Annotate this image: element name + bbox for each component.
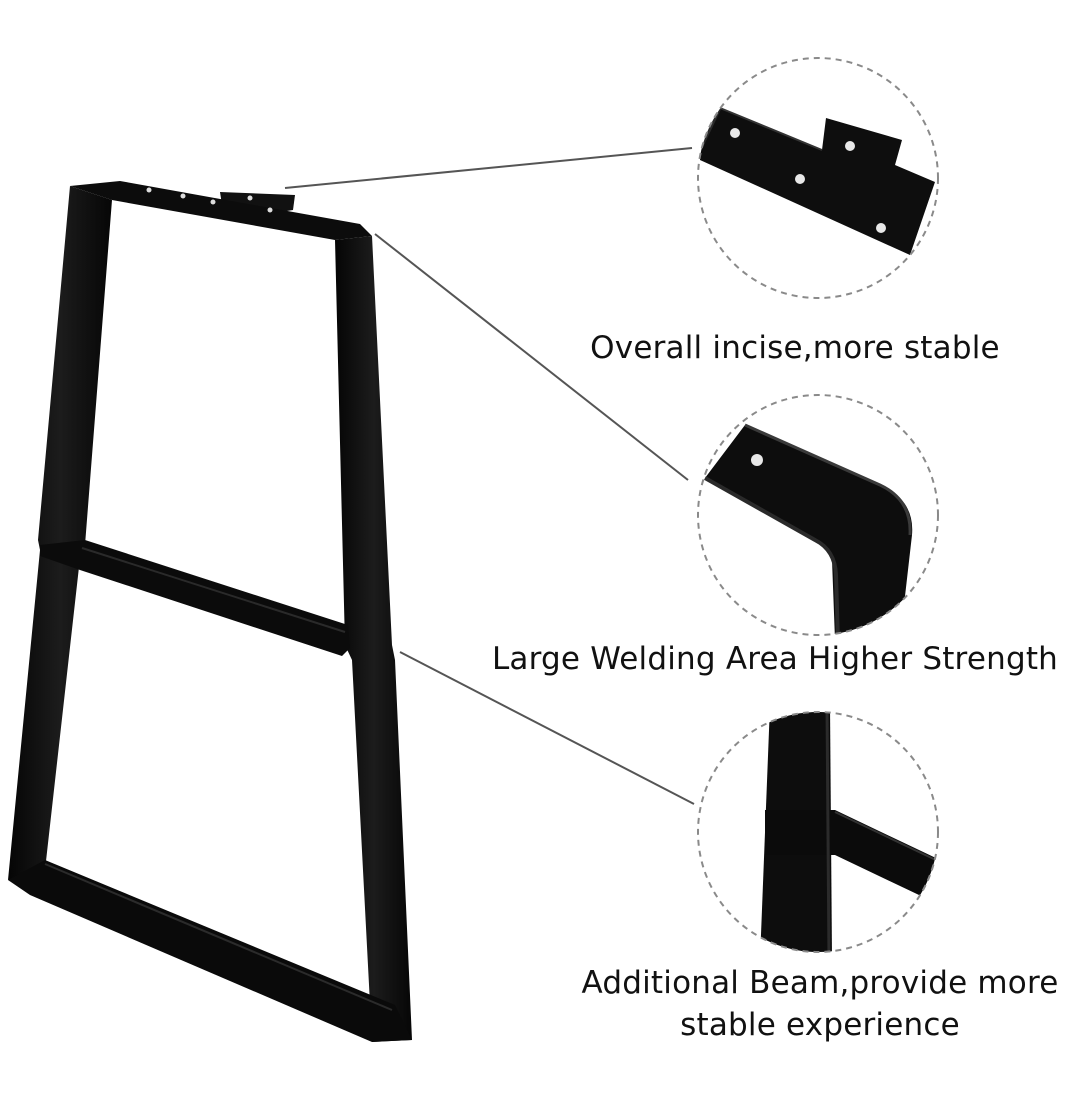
leader-line-1 bbox=[284, 147, 693, 189]
top-bar bbox=[70, 181, 372, 240]
top-mounting-tab bbox=[220, 192, 295, 214]
caption-corner-weld: Large Welding Area Higher Strength bbox=[491, 641, 1059, 677]
table-leg-frame bbox=[8, 181, 412, 1042]
caption-crossbeam: Additional Beam,provide more stable expe… bbox=[540, 962, 1080, 1046]
detail-circle-top-plate bbox=[697, 57, 939, 299]
dashed-circle-2 bbox=[697, 394, 939, 636]
caption-top-plate: Overall incise,more stable bbox=[590, 330, 1000, 366]
caption-crossbeam-line-1: Additional Beam,provide more bbox=[581, 965, 1059, 1001]
crossbeam bbox=[40, 540, 350, 656]
caption-crossbeam-line-2: stable experience bbox=[680, 1007, 960, 1043]
dashed-circle-1 bbox=[697, 57, 939, 299]
right-upright bbox=[335, 236, 412, 1042]
left-upright bbox=[8, 186, 112, 880]
detail-circle-crossbeam bbox=[697, 711, 939, 953]
detail-circle-corner-weld bbox=[697, 394, 939, 636]
bottom-bar bbox=[8, 860, 412, 1042]
dashed-circle-3 bbox=[697, 711, 939, 953]
leader-line-3 bbox=[399, 651, 695, 805]
leader-line-2 bbox=[374, 233, 689, 481]
